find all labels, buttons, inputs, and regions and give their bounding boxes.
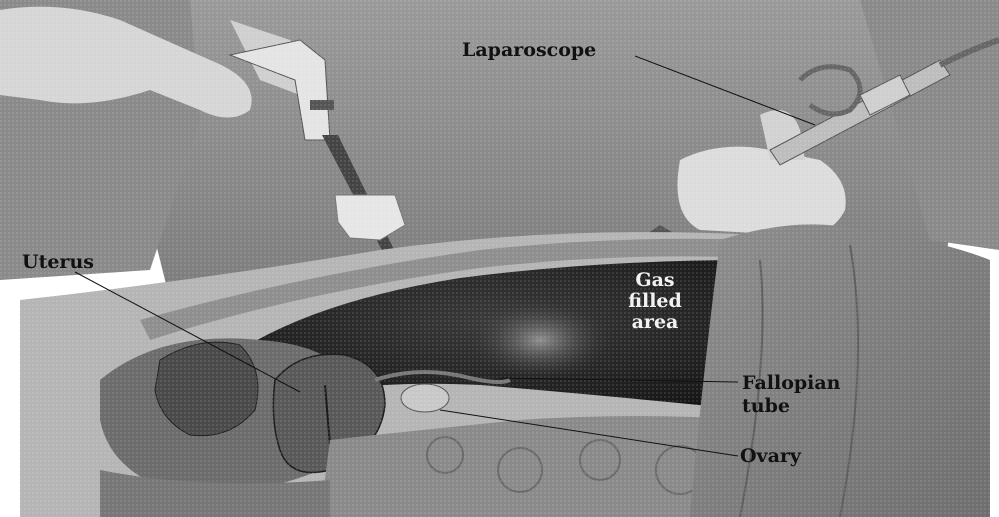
ovary-label: Ovary (740, 446, 801, 466)
fallopian-tube-line-2: tube (742, 395, 841, 418)
laparoscope-label: Laparoscope (462, 40, 596, 60)
gas-filled-area-line-1: Gas (590, 270, 720, 291)
fallopian-tube-label: Fallopian tube (742, 372, 841, 418)
uterus-label: Uterus (22, 252, 94, 272)
fallopian-tube-line-1: Fallopian (742, 372, 841, 395)
gas-filled-area-label: Gas filled area (590, 270, 720, 333)
gas-filled-area-line-2: filled (590, 291, 720, 312)
gas-filled-area-line-3: area (590, 312, 720, 333)
